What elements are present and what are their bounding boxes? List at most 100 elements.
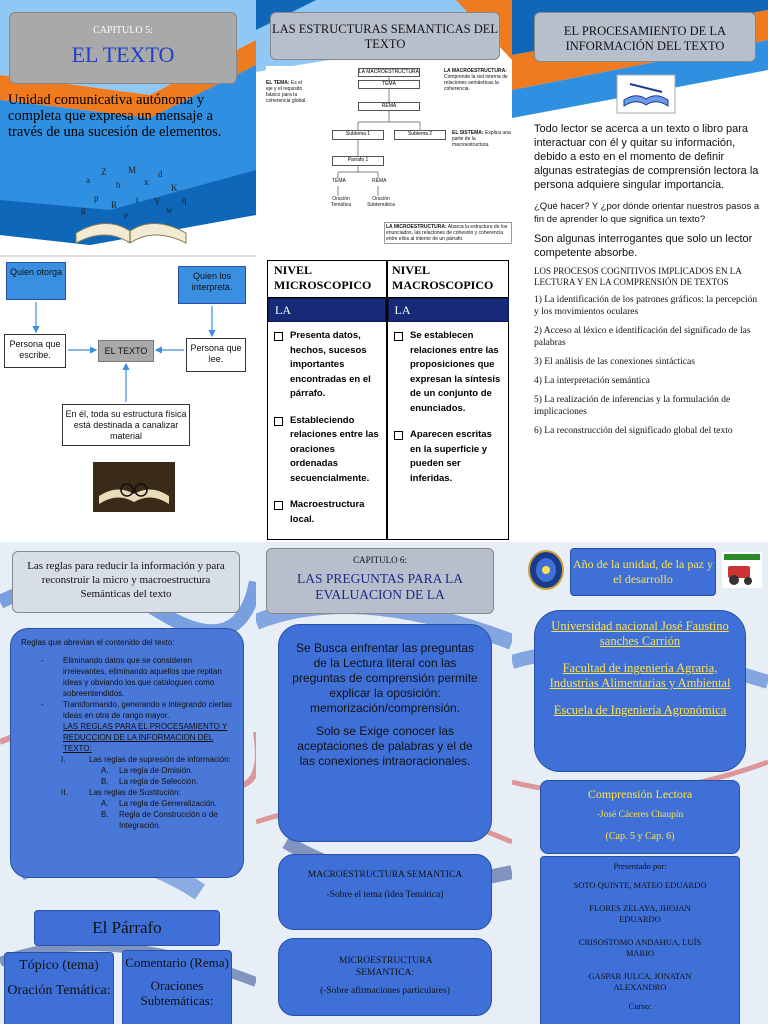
tema-box: TEMA xyxy=(358,80,420,89)
svg-text:x: x xyxy=(144,177,149,187)
student-name: GASPAR JULCA, JONATAN ALEXANDRO xyxy=(588,971,692,992)
svg-text:Z: Z xyxy=(101,167,107,177)
parrafo-box: Parrafo 1 xyxy=(332,156,384,166)
panel-estructuras-semanticas: LAS ESTRUCTURAS SEMANTICAS DEL TEXTO LA … xyxy=(256,0,512,542)
sec2-item: A.La regla de Generalización. xyxy=(101,799,217,808)
persona-escribe-box: Persona que escribe. xyxy=(4,334,66,368)
reglas-content-box: Reglas que abrevian el contenido del tex… xyxy=(10,628,244,878)
reglas-bullet: -Transformando, generando e integrando c… xyxy=(41,700,233,720)
svg-text:e: e xyxy=(124,210,128,220)
procesamiento-title-box: EL PROCESAMIENTO DE LA INFORMACIÓN DEL T… xyxy=(534,12,756,62)
persona-lee-box: Persona que lee. xyxy=(186,338,246,372)
proceso-item: 1) La identificación de los patrones grá… xyxy=(534,295,758,317)
svg-text:d: d xyxy=(158,169,163,179)
proceso-item: 2) Acceso al léxico e identificación del… xyxy=(534,326,751,348)
oracion-subtematica-label: Oración Subtemática xyxy=(367,196,395,208)
estructuras-title-box: LAS ESTRUCTURAS SEMANTICAS DEL TEXTO xyxy=(270,12,500,60)
col-divider xyxy=(386,261,388,539)
chapter-label: CAPITULO 5: xyxy=(93,25,153,36)
col1-item: Presenta datos, hechos, sucesos importan… xyxy=(274,329,382,402)
students-box: Presentado por: SOTO QUINTE, MATEO EDUAR… xyxy=(540,856,740,1024)
macro-box: LA MACROESTRUCTURA xyxy=(358,68,420,77)
rema2-label: REMA xyxy=(372,178,387,184)
rema-box: REMA xyxy=(358,102,420,111)
subtema2-box: Subtema 2 xyxy=(394,130,446,140)
checkbox-icon xyxy=(274,416,283,426)
year-banner-box: Año de la unidad, de la paz y el desarro… xyxy=(570,548,716,596)
reglas-underlined: LAS REGLAS PARA EL PROCESAMIENTO Y REDUC… xyxy=(63,722,228,753)
svg-text:Y: Y xyxy=(154,197,161,207)
institution-box: Universidad nacional José Faustino sanch… xyxy=(534,610,746,772)
checkbox-icon xyxy=(394,431,403,440)
university-seal-icon xyxy=(528,550,564,590)
sec2-item: B.Regla de Construcción o de Integración… xyxy=(101,810,218,830)
reglas-header-box: Las reglas para reducir la información y… xyxy=(12,551,240,613)
micro-note: LA MICROESTRUCTURA: Abarca la estructura… xyxy=(384,222,512,244)
proceso-item: 6) La reconstrucción del significado glo… xyxy=(534,426,733,436)
col2-sub-header: LA xyxy=(387,298,509,322)
preguntas-content-box: Se Busca enfrentar las preguntas de la L… xyxy=(278,624,492,842)
page-title: EL TEXTO xyxy=(71,42,175,67)
course-chapters: (Cap. 5 y Cap. 6) xyxy=(605,831,675,842)
svg-text:t: t xyxy=(136,195,139,205)
macroestructura-box: MACROESTRUCTURA SEMANTICA -Sobre el tema… xyxy=(278,854,492,930)
chapter6-title-box: CAPITULO 6: LAS PREGUNTAS PARA LA EVALUA… xyxy=(266,548,494,614)
subtema1-box: Subtema 1 xyxy=(332,130,384,140)
sec1-item: B.La regla de Selección. xyxy=(101,777,199,786)
svg-text:g: g xyxy=(81,205,86,215)
course-author: -José Cáceres Chaupín xyxy=(596,810,684,820)
intro-paragraph: Todo lector se acerca a un texto o libro… xyxy=(534,123,759,191)
checkbox-icon xyxy=(274,332,283,341)
sec1-item: A.La regla de Omisión. xyxy=(101,766,193,775)
open-book-glasses-image xyxy=(93,462,175,512)
col2-item: Aparecen escritas en la superficie y pue… xyxy=(394,428,502,486)
col2-item: Se establecen relaciones entre las propo… xyxy=(394,329,502,416)
topico-box: Tópico (tema) Oración Temática: xyxy=(4,952,114,1024)
diagram-arrows xyxy=(32,302,216,402)
comentario-box: Comentario (Rema) Oraciones Subtemáticas… xyxy=(122,950,232,1024)
proceso-item: 5) La realización de inferencias y la fo… xyxy=(534,395,731,417)
question-paragraph: ¿Qué hacer? Y ¿por dónde orientar nuestr… xyxy=(534,201,760,225)
estructura-box: En él, toda su estructura física está de… xyxy=(62,404,190,446)
reglas-bullet: -Eliminando datos que se consideren irre… xyxy=(41,656,222,698)
text-definition: Unidad comunicativa autónoma y completa … xyxy=(8,92,222,140)
book-reading-icon xyxy=(616,74,676,114)
presented-by: Presentado por: xyxy=(613,861,667,871)
microestructura-box: MICROESTRUCTURA SEMANTICA: (-Sobre afirm… xyxy=(278,938,492,1016)
checkbox-icon xyxy=(274,501,283,510)
interrogantes-paragraph: Son algunas interrogantes que solo un le… xyxy=(534,233,753,259)
chapter6-title: LAS PREGUNTAS PARA LA EVALUACION DE LA xyxy=(296,571,464,602)
col1-item: Macroestructura local. xyxy=(274,498,382,527)
tema2-label: TEMA xyxy=(332,178,346,184)
tema-note: EL TEMA: Es el eje y el requisito básico… xyxy=(266,80,307,104)
student-name: FLORES ZELAYA, JHOJAN EDUARDO xyxy=(589,903,691,924)
faculty-name: Facultad de ingeniería Agraria, Industri… xyxy=(549,661,731,690)
agronomy-logo-icon xyxy=(722,552,762,588)
svg-text:M: M xyxy=(128,165,136,175)
svg-text:K: K xyxy=(171,183,178,193)
chapter-label: CAPITULO 6: xyxy=(353,555,407,565)
procesos-title: LOS PROCESOS COGNITIVOS IMPLICADOS EN LA… xyxy=(534,266,742,287)
preguntas-p2: Solo se Exige conocer las aceptaciones d… xyxy=(297,724,473,768)
svg-text:p: p xyxy=(94,193,99,203)
course-title: Comprensión Lectora xyxy=(587,787,693,801)
sistema-note: EL SISTEMA: Explica una parte de la macr… xyxy=(452,130,511,148)
col1-sub-header: LA xyxy=(268,298,386,322)
procesos-list: 1) La identificación de los patrones grá… xyxy=(534,294,764,437)
student-name: CRISOSTOMO ANDAHUA, LUÍS MARIO xyxy=(578,937,702,958)
course-box: Comprensión Lectora -José Cáceres Chaupí… xyxy=(540,780,740,854)
preguntas-p1: Se Busca enfrentar las preguntas de la L… xyxy=(292,641,478,715)
curso-label: Curso: xyxy=(628,1001,652,1011)
panel-preguntas: CAPITULO 6: LAS PREGUNTAS PARA LA EVALUA… xyxy=(256,542,512,1024)
svg-text:q: q xyxy=(182,195,187,205)
col1-item: Estableciendo relaciones entre las oraci… xyxy=(274,414,382,487)
el-texto-box: EL TEXTO xyxy=(98,340,154,362)
panel-portada: Año de la unidad, de la paz y el desarro… xyxy=(512,542,768,1024)
school-name: Escuela de Ingeniería Agronómica xyxy=(553,703,727,717)
panel-reglas: Las reglas para reducir la información y… xyxy=(0,542,256,1024)
svg-text:R: R xyxy=(111,200,117,210)
header-divider xyxy=(268,297,508,298)
reglas-title: Reglas que abrevian el contenido del tex… xyxy=(21,638,175,647)
procesamiento-text: Todo lector se acerca a un texto o libro… xyxy=(534,122,764,437)
